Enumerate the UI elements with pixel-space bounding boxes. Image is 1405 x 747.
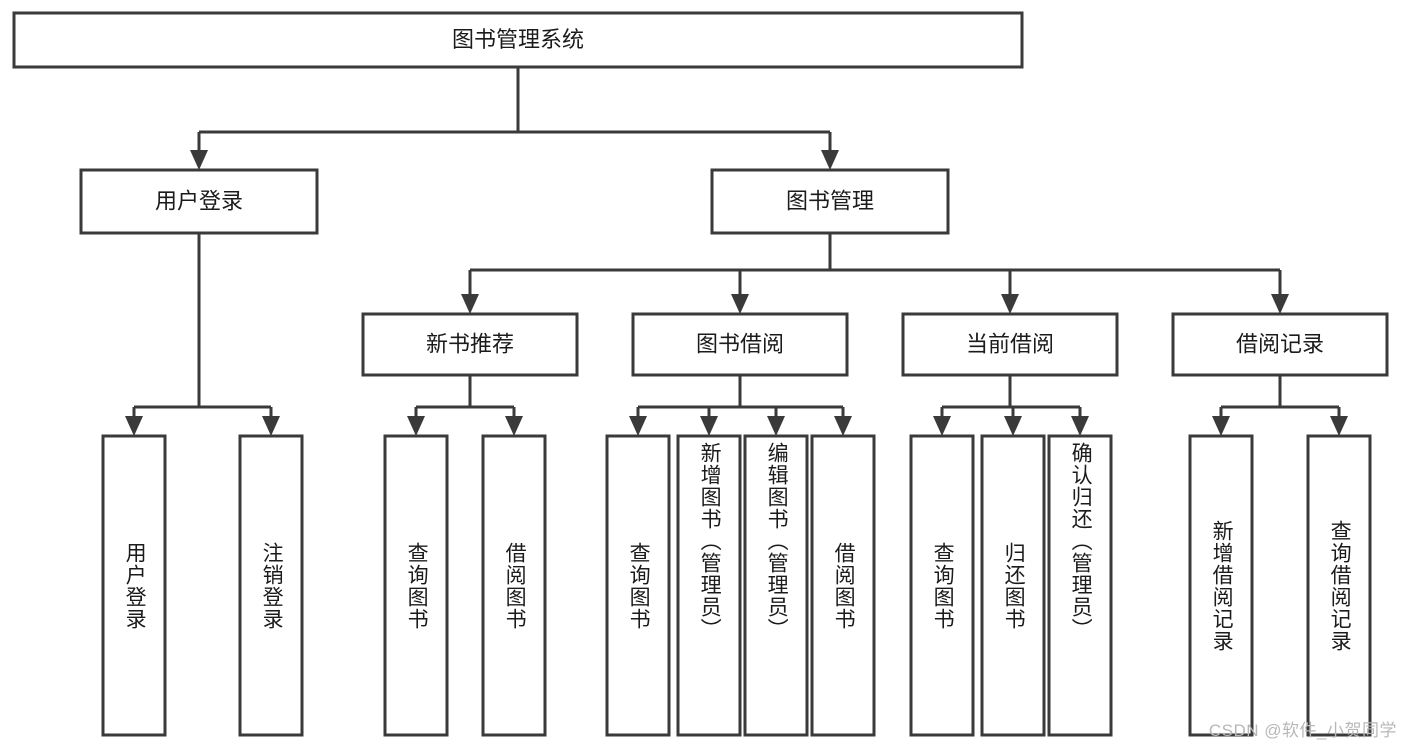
arrow-head-icon: [1071, 416, 1089, 436]
arrow-head-icon: [1271, 294, 1289, 314]
leaf-node-12-box[interactable]: [1306, 434, 1372, 737]
level3-node-2-box[interactable]: [901, 312, 1119, 377]
arrow-head-icon: [262, 416, 280, 436]
leaf-node-8-box[interactable]: [909, 434, 975, 737]
arrow-head-icon: [1212, 416, 1230, 436]
arrow-head-icon: [1004, 416, 1022, 436]
level2-node-1-label: 图书管理: [786, 188, 874, 213]
level2-node-1-box[interactable]: [710, 168, 950, 235]
arrow-head-icon: [461, 294, 479, 314]
arrow-head-icon: [933, 416, 951, 436]
arrow-head-icon: [1001, 294, 1019, 314]
level3-node-3-label: 借阅记录: [1236, 331, 1324, 356]
leaf-node-10-box[interactable]: [1047, 434, 1113, 737]
arrow-head-icon: [700, 416, 718, 436]
leaf-node-9-box[interactable]: [980, 434, 1046, 737]
leaf-node-4-box[interactable]: [605, 434, 671, 737]
leaf-node-11-box[interactable]: [1188, 434, 1254, 737]
level3-node-3-box[interactable]: [1171, 312, 1389, 377]
arrow-head-icon: [1330, 416, 1348, 436]
arrow-head-icon: [190, 150, 208, 170]
arrow-head-icon: [821, 150, 839, 170]
leaf-node-0-box[interactable]: [101, 434, 167, 737]
arrow-head-icon: [407, 416, 425, 436]
level3-node-1-label: 图书借阅: [696, 331, 784, 356]
level3-node-2-label: 当前借阅: [966, 331, 1054, 356]
arrow-head-icon: [125, 416, 143, 436]
leaf-node-3-box[interactable]: [481, 434, 547, 737]
connector-layer: [125, 67, 1348, 436]
arrow-head-icon: [731, 294, 749, 314]
leaf-node-6-box[interactable]: [743, 434, 809, 737]
level2-node-0-label: 用户登录: [155, 188, 243, 213]
level3-node-1-box[interactable]: [631, 312, 849, 377]
level3-node-0-label: 新书推荐: [426, 331, 514, 356]
watermark: CSDN @软件_小贺同学: [1208, 721, 1397, 740]
root-node-box[interactable]: [12, 11, 1024, 69]
leaf-node-7-box[interactable]: [810, 434, 876, 737]
leaf-node-2-box[interactable]: [383, 434, 449, 737]
arrow-head-icon: [767, 416, 785, 436]
level2-node-0-box[interactable]: [79, 168, 319, 235]
root-node-label: 图书管理系统: [452, 27, 584, 52]
leaf-node-5-box[interactable]: [676, 434, 742, 737]
arrow-head-icon: [629, 416, 647, 436]
level3-node-0-box[interactable]: [361, 312, 579, 377]
leaf-node-1-box[interactable]: [238, 434, 304, 737]
arrow-head-icon: [505, 416, 523, 436]
arrow-head-icon: [834, 416, 852, 436]
